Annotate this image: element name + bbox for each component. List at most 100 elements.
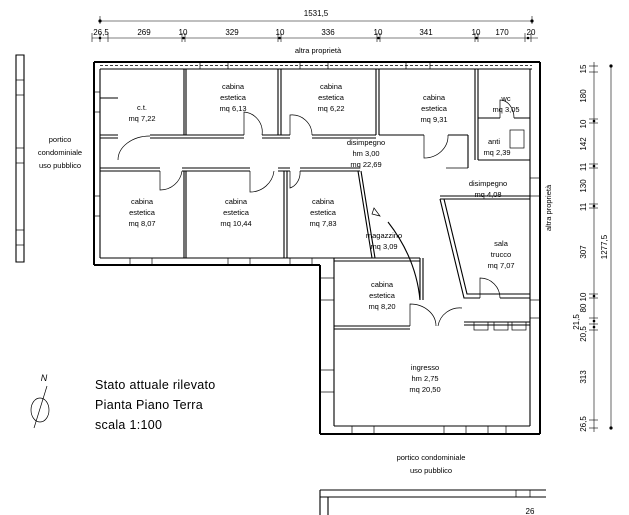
room-cab2-l2: estetica (318, 93, 345, 102)
dim-seg-5: 336 (321, 28, 335, 37)
bottom-partial-dim: 26 (526, 507, 535, 515)
title-line-2: Pianta Piano Terra (95, 398, 203, 412)
overall-height-label: 1277,5 (600, 234, 609, 259)
bottom-ext-line-2: uso pubblico (410, 466, 452, 475)
title-line-1: Stato attuale rilevato (95, 378, 216, 392)
room-cab1-l1: cabina (222, 82, 245, 91)
room-mag-l1: magazzino (366, 231, 402, 240)
room-cab6-l2: estetica (310, 208, 337, 217)
bottom-portico-wall: 26 (319, 489, 546, 515)
room-cab3-l3: mq 9,31 (420, 115, 447, 124)
room-cab4-l1: cabina (131, 197, 154, 206)
room-anti-l1: anti (488, 137, 500, 146)
room-cab1-label: cabina estetica mq 6,13 (219, 82, 246, 113)
dim-seg-10: 20 (527, 28, 536, 37)
room-ct-name: c.t. (137, 103, 147, 112)
north-label: N (41, 373, 48, 383)
room-sala-l1: sala (494, 239, 509, 248)
outer-walls (93, 61, 541, 435)
right-dimension-chain: 1277,5 15 180 10 142 11 130 11 307 10 80… (572, 62, 613, 432)
left-ext-line-1: portico (49, 135, 72, 144)
room-cab4-l2: estetica (129, 208, 156, 217)
room-anti-l2: mq 2,39 (483, 148, 510, 157)
room-cab3-l1: cabina (423, 93, 446, 102)
room-cab3-label: cabina estetica mq 9,31 (420, 93, 447, 124)
dim-seg-9: 170 (495, 28, 509, 37)
room-ing-l1: ingresso (411, 363, 439, 372)
room-wc-label: wc mq 3,05 (492, 94, 519, 114)
rdim-12: 313 (579, 370, 588, 384)
rdim-11: 20,5 (579, 326, 588, 342)
north-arrow-icon: N (30, 373, 50, 429)
room-ing-l2: hm 2,75 (411, 374, 438, 383)
room-cab2-l3: mq 6,22 (317, 104, 344, 113)
bottom-exterior-label: portico condominiale uso pubblico (397, 453, 466, 475)
dim-seg-2: 10 (179, 28, 188, 37)
top-exterior-label: altra proprietà (295, 46, 342, 55)
room-dis1-l2: hm 3,00 (352, 149, 379, 158)
room-ing-l3: mq 20,50 (409, 385, 440, 394)
room-anti-label: anti mq 2,39 (483, 137, 510, 157)
room-dis1-l3: mq 22,69 (350, 160, 381, 169)
bottom-ext-line-1: portico condominiale (397, 453, 466, 462)
room-cab7-l2: estetica (369, 291, 396, 300)
rdim-7: 307 (579, 245, 588, 259)
rdim-3: 142 (579, 137, 588, 151)
rdim-13: 26,5 (579, 416, 588, 432)
dim-seg-3: 329 (225, 28, 239, 37)
rdim-2: 10 (579, 119, 588, 128)
room-cab5-l1: cabina (225, 197, 248, 206)
rdim-6: 11 (579, 202, 588, 211)
rdim-9: 80 (579, 303, 588, 312)
room-cab4-l3: mq 8,07 (128, 219, 155, 228)
room-ct-area: mq 7,22 (128, 114, 155, 123)
room-cab5-l2: estetica (223, 208, 250, 217)
room-cab6-l3: mq 7,83 (309, 219, 336, 228)
room-ingresso-label: ingresso hm 2,75 mq 20,50 (409, 363, 440, 394)
room-cab7-label: cabina estetica mq 8,20 (368, 280, 395, 311)
room-cab6-label: cabina estetica mq 7,83 (309, 197, 336, 228)
room-disimpegno1-label: disimpegno hm 3,00 mq 22,69 (347, 138, 385, 169)
interior-walls (100, 69, 530, 331)
left-ext-line-2: condominiale (38, 148, 82, 157)
rdim-8: 10 (579, 292, 588, 301)
left-exterior-label: portico condominiale uso pubblico (38, 135, 82, 170)
room-cab6-l1: cabina (312, 197, 335, 206)
dim-seg-0: 26,5 (93, 28, 109, 37)
room-dis2-l2: mq 4,08 (474, 190, 501, 199)
room-wc-l2: mq 3,05 (492, 105, 519, 114)
dim-seg-6: 10 (374, 28, 383, 37)
room-cab1-l2: estetica (220, 93, 247, 102)
rdim-4: 11 (579, 162, 588, 171)
left-portico-wall (15, 54, 25, 263)
room-magazzino-label: magazzino mq 3,09 (366, 231, 402, 251)
room-sala-l3: mq 7,07 (487, 261, 514, 270)
rdim-0: 15 (579, 64, 588, 73)
left-ext-line-3: uso pubblico (39, 161, 81, 170)
room-dis1-l1: disimpegno (347, 138, 385, 147)
rdim-10: 21,5 (572, 314, 581, 330)
right-exterior-label: altra proprietà (544, 184, 553, 231)
room-cab3-l2: estetica (421, 104, 448, 113)
dim-seg-1: 269 (137, 28, 151, 37)
rdim-5: 130 (579, 179, 588, 193)
rdim-1: 180 (579, 89, 588, 103)
room-sala-label: sala trucco mq 7,07 (487, 239, 514, 270)
room-cab2-l1: cabina (320, 82, 343, 91)
top-dimension-ticks (91, 33, 532, 42)
title-block: Stato attuale rilevato Pianta Piano Terr… (95, 378, 216, 432)
room-ct-label: c.t. mq 7,22 (128, 103, 155, 123)
dim-seg-4: 10 (276, 28, 285, 37)
room-cab5-label: cabina estetica mq 10,44 (220, 197, 251, 228)
room-dis2-l1: disimpegno (469, 179, 507, 188)
room-mag-l2: mq 3,09 (370, 242, 397, 251)
dim-seg-7: 341 (419, 28, 433, 37)
room-cab1-l3: mq 6,13 (219, 104, 246, 113)
door-swings (117, 99, 515, 327)
room-cab7-l1: cabina (371, 280, 394, 289)
room-cab2-label: cabina estetica mq 6,22 (317, 82, 344, 113)
room-cab4-label: cabina estetica mq 8,07 (128, 197, 155, 228)
overall-width-label: 1531,5 (304, 9, 329, 18)
dim-seg-8: 10 (472, 28, 481, 37)
